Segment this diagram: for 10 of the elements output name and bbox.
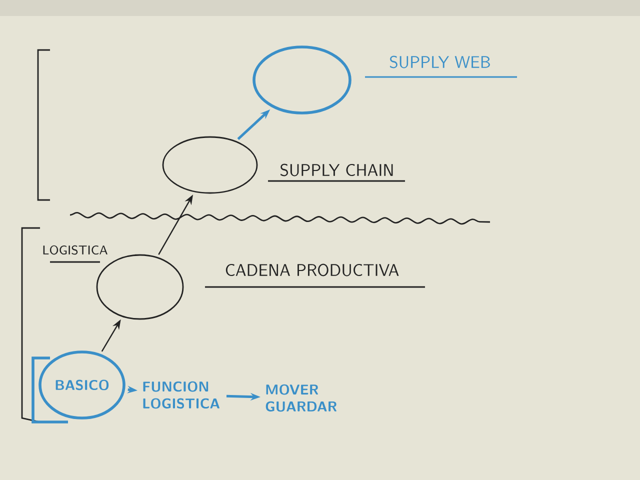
ellipse-label: SUPPLY CHAIN [280,164,393,176]
ellipse [252,46,352,114]
handwritten-text: FUNCION LOGISTICA [143,381,220,409]
ellipse [96,254,184,320]
ellipse-label: CADENA PRODUCTIVA [226,264,399,276]
ellipse [162,136,258,194]
ellipse-label: SUPPLY WEB [390,56,490,68]
ellipse-node: BASICO [38,350,126,420]
handwritten-label: LOGISTICA [43,245,108,255]
handwritten-text: MOVER GUARDAR [266,384,336,412]
